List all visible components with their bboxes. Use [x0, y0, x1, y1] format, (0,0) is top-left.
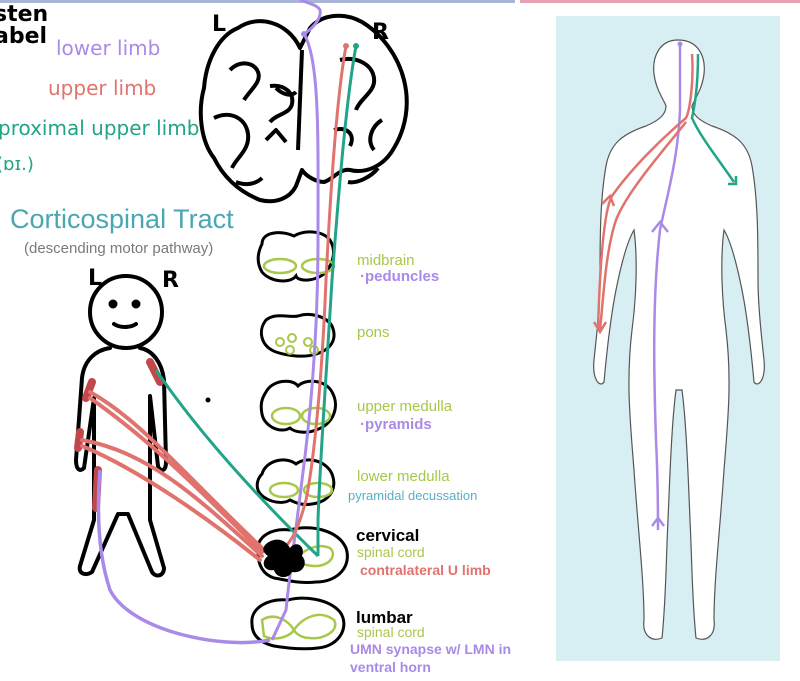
- proximal-origin: [353, 43, 359, 49]
- level-midbrain-name: midbrain: [357, 252, 415, 269]
- muscle-markers: [74, 358, 164, 512]
- level-upper-medulla-note: ·pyramids: [360, 416, 432, 433]
- level-lumbar-note: UMN synapse w/ LMN in ventral horn: [350, 641, 512, 675]
- stick-figure: [74, 274, 168, 578]
- body-upper-limb-arrow: [592, 321, 608, 335]
- midbrain-slice: [256, 230, 336, 283]
- legend-proximal-upper-limb: proximal upper limb: [0, 116, 200, 140]
- level-cervical-tag: cervical: [356, 526, 420, 545]
- lower-medulla-slice: [255, 458, 336, 506]
- diagram-subtitle: (descending motor pathway): [24, 240, 214, 257]
- body-lower-limb-arrow-upper: [651, 219, 669, 233]
- body-upper-limb-arrow-top: [601, 193, 616, 207]
- top-divider-left: [0, 0, 515, 3]
- figure-label-left: L: [88, 266, 103, 291]
- upper-limb-origin: [343, 43, 349, 49]
- level-lower-medulla-name: lower medulla: [357, 468, 450, 485]
- midbrain-note-text: peduncles: [365, 268, 440, 285]
- cervical-synapse-blob: [263, 539, 305, 578]
- body-lower-limb-origin: [677, 41, 683, 47]
- brain-label-right: R: [372, 20, 389, 45]
- upper-limb-tract-left: [80, 390, 264, 562]
- level-upper-medulla-name: upper medulla: [357, 398, 453, 415]
- legend-lower-limb: lower limb: [56, 36, 161, 60]
- level-cervical-note: contralateral U limb: [360, 562, 491, 578]
- diagram-title: Corticospinal Tract: [10, 204, 234, 234]
- level-lumbar-tag: lumbar: [356, 608, 413, 627]
- figure-label-right: R: [162, 268, 179, 293]
- brain-coronal-section: [198, 13, 409, 204]
- lower-limb-descending: [270, 0, 322, 641]
- lower-limb-tract-left: [96, 469, 271, 645]
- proximal-descending: [316, 45, 358, 556]
- level-cervical-name: spinal cord: [357, 544, 425, 560]
- listen-label: sten abel: [0, 2, 49, 49]
- upper-medulla-note-text: pyramids: [365, 416, 432, 433]
- body-upper-limb-tract-a: [596, 53, 694, 331]
- upper-limb-descending: [269, 45, 348, 558]
- brain-label-left: L: [212, 12, 227, 37]
- body-proximal-arrow: [728, 176, 738, 186]
- legend-extra: (ɒɪ.): [0, 154, 34, 175]
- lumbar-cord-slice: [250, 596, 346, 651]
- level-pons-name: pons: [357, 324, 390, 341]
- top-divider-right: [520, 0, 800, 3]
- body-upper-limb-tract-b: [598, 121, 687, 331]
- stray-dot: [205, 397, 211, 403]
- proximal-tract-left: [154, 369, 320, 558]
- body-proximal-tract: [690, 53, 736, 183]
- body-lower-limb-arrow-lower: [651, 515, 665, 527]
- legend-upper-limb: upper limb: [48, 76, 157, 100]
- level-lumbar-name: spinal cord: [357, 624, 425, 640]
- body-lower-limb-tract: [652, 44, 682, 531]
- lower-limb-origin: [301, 31, 307, 37]
- level-lower-medulla-note: pyramidal decussation: [348, 488, 478, 503]
- level-midbrain-note: ·peduncles: [360, 268, 440, 285]
